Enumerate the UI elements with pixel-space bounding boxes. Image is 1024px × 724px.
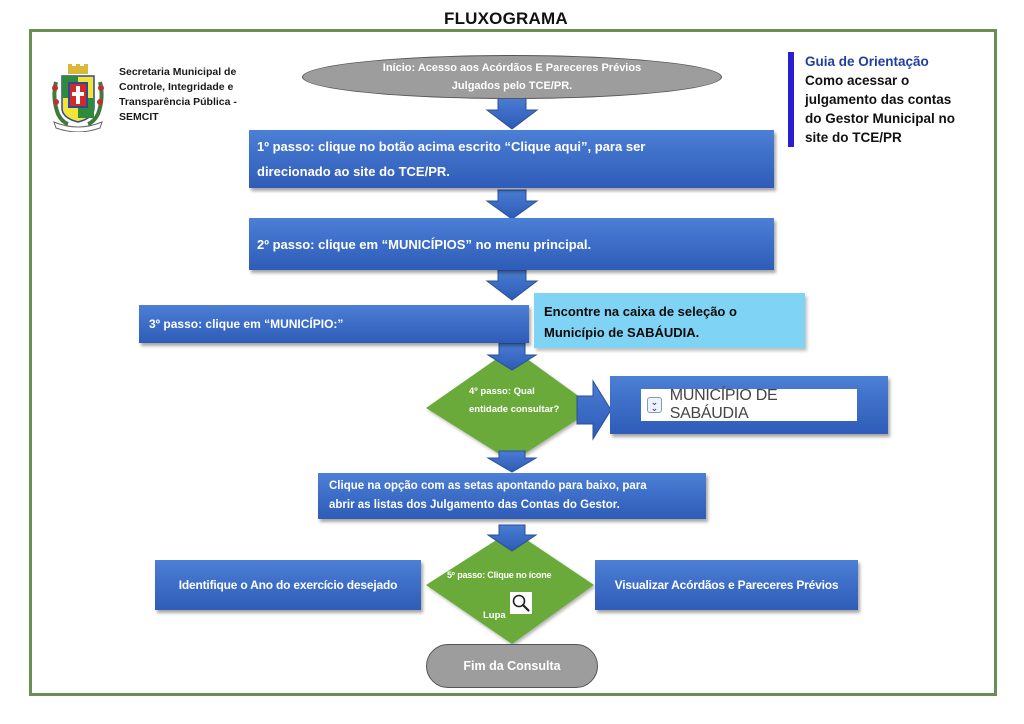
- arrow-start-to-step1: [485, 97, 539, 130]
- municipio-select[interactable]: ⌄⌄ MUNICÍPIO DE SABÁUDIA: [641, 387, 857, 422]
- arrow-step1-to-step2: [485, 189, 539, 220]
- magnifier-icon: [510, 592, 532, 614]
- end-terminator: Fim da Consulta: [426, 644, 598, 688]
- organization-line: Controle, Integridade e: [119, 81, 234, 93]
- arrow-step4-to-open-lists: [486, 450, 538, 473]
- step5-right-text: Visualizar Acórdãos e Pareceres Prévios: [614, 578, 839, 592]
- organization-name: Secretaria Municipal de Controle, Integr…: [119, 65, 237, 125]
- end-text: Fim da Consulta: [463, 659, 561, 673]
- decision-step4-text: 4º passo: Qual entidade consultar?: [469, 383, 559, 419]
- step1-text-line: direcionado ao site do TCE/PR.: [257, 164, 450, 179]
- decision-step5-lupa: Lupa: [483, 610, 506, 621]
- step2-text: 2º passo: clique em “MUNICÍPIOS” no menu…: [257, 236, 592, 252]
- open-lists-line: abrir as listas dos Julgamento das Conta…: [329, 499, 620, 511]
- open-lists-box: Clique na opção com as setas apontando p…: [318, 473, 706, 519]
- start-terminator: Início: Acesso aos Acórdãos E Pareceres …: [302, 55, 722, 99]
- step2-box: 2º passo: clique em “MUNICÍPIOS” no menu…: [249, 218, 774, 270]
- decision-step5-diamond: [426, 530, 594, 644]
- decision-step4-diamond: [426, 348, 595, 462]
- guide-line: do Gestor Municipal no: [805, 111, 956, 126]
- guide-title: Guia de Orientação: [805, 54, 929, 69]
- open-lists-line: Clique na opção com as setas apontando p…: [329, 480, 647, 492]
- step3-text: 3º passo: clique em “MUNICÍPIO:”: [149, 317, 344, 331]
- decision-step5-text: 5º passo: Clique no ícone: [447, 570, 552, 580]
- diagram-title: FLUXOGRAMA: [444, 9, 568, 28]
- start-text-line: Julgados pelo TCE/PR.: [451, 80, 573, 92]
- step3-box: 3º passo: clique em “MUNICÍPIO:”: [139, 305, 529, 343]
- arrow-step2-to-step3: [485, 269, 539, 301]
- step3-note-line: Encontre na caixa de seleção o: [544, 304, 737, 319]
- diagram-frame: [29, 29, 997, 696]
- step5-right-box: Visualizar Acórdãos e Pareceres Prévios: [595, 560, 858, 610]
- coat-of-arms-icon: [46, 64, 110, 133]
- arrow-open-lists-to-step5: [486, 524, 538, 552]
- step1-box: 1º passo: clique no botão acima escrito …: [249, 130, 774, 188]
- guide-line: site do TCE/PR: [805, 130, 902, 145]
- step4-result-box: ⌄⌄ MUNICÍPIO DE SABÁUDIA: [610, 376, 888, 434]
- start-text-line: Início: Acesso aos Acórdãos E Pareceres …: [382, 62, 642, 74]
- organization-line: Secretaria Municipal de: [119, 66, 237, 78]
- decision-step5-line: 5º passo: Clique no ícone: [447, 570, 552, 580]
- step3-note-line: Município de SABÁUDIA.: [544, 325, 700, 340]
- step1-text-line: 1º passo: clique no botão acima escrito …: [257, 139, 646, 154]
- arrow-step4-to-result: [576, 379, 612, 441]
- step3-note: Encontre na caixa de seleção o Município…: [534, 293, 805, 348]
- step5-left-box: Identifique o Ano do exercício desejado: [155, 560, 421, 610]
- decision-step5-line: Lupa: [483, 610, 506, 621]
- guide-line: Como acessar o: [805, 73, 910, 88]
- organization-line: Transparência Pública -: [119, 96, 237, 108]
- step5-left-text: Identifique o Ano do exercício desejado: [178, 578, 398, 592]
- guide-line: julgamento das contas: [805, 92, 952, 107]
- decision-step4-line: 4º passo: Qual: [469, 386, 535, 397]
- orientation-guide: Guia de Orientação Como acessar o julgam…: [788, 52, 955, 147]
- organization-line: SEMCIT: [119, 111, 159, 123]
- arrow-step3-to-step4: [486, 342, 538, 371]
- double-chevron-down-icon[interactable]: ⌄⌄: [647, 397, 662, 413]
- decision-step4-line: entidade consultar?: [469, 404, 560, 415]
- municipio-select-value: MUNICÍPIO DE SABÁUDIA: [669, 387, 778, 422]
